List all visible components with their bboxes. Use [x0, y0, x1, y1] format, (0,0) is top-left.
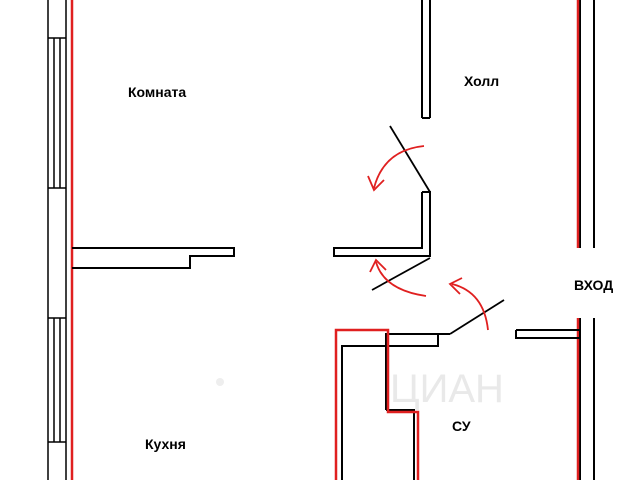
arrow-lower [375, 261, 427, 297]
bathroom-red-outline [334, 328, 420, 480]
left-exterior-wall [47, 0, 67, 480]
hall-left-wall [421, 0, 431, 119]
arrow-upper-head [367, 175, 385, 192]
watermark: ЦИАН [390, 367, 504, 411]
arrow-lower-head [369, 258, 387, 273]
label-room: Комната [128, 84, 186, 100]
corridor-door [371, 257, 431, 291]
watermark-dot [216, 378, 224, 386]
room-kitchen-partition [72, 247, 235, 269]
hall-door [389, 125, 431, 193]
label-bathroom: СУ [452, 418, 471, 434]
door-swing-arrows [367, 145, 489, 331]
label-hall: Холл [464, 73, 499, 89]
label-kitchen: Кухня [145, 436, 186, 452]
hall-corner-wall [333, 191, 431, 257]
label-entrance: ВХОД [574, 277, 613, 293]
bathroom-walls [341, 333, 450, 480]
entrance-wall-stub [515, 329, 581, 339]
bathroom-door [449, 299, 505, 335]
arrow-right [451, 283, 489, 331]
arrow-upper [373, 145, 425, 189]
arrow-right-head [448, 277, 463, 295]
right-exterior-wall [579, 0, 595, 480]
